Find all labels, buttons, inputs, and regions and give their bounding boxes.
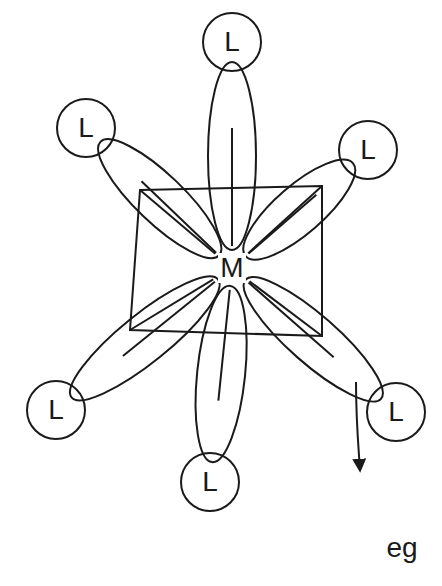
ligand-circle: L [366,382,426,442]
bond-line [231,128,233,246]
bond-line [218,290,229,401]
ligand-circle: L [338,120,398,180]
leader-arrow [356,382,360,470]
orbital-lobe [208,62,256,250]
corner-bond [248,186,322,253]
ligand-label: L [360,136,376,164]
square-plane [130,186,322,336]
corner-bond [130,279,213,330]
bond-line [249,195,317,254]
ligand-label: L [78,114,94,142]
orbital-lobe [230,262,397,417]
ligand-circle: L [180,452,240,512]
ligand-label: L [48,396,64,424]
ligand-circle: L [202,12,262,72]
bond-line [141,181,216,253]
ligand-circle: L [56,98,116,158]
orbital-set-label: eg [384,533,419,563]
orbital-lobe [230,145,369,274]
orbital-lobe [84,125,236,273]
metal-label: M [218,253,245,283]
orbital-lobe [56,261,233,416]
bond-line [249,283,334,358]
ligand-label: L [202,468,218,496]
ligand-circle: L [26,380,86,440]
orbital-lobe [188,283,254,464]
orbital-lobes [56,62,396,465]
ligand-label: L [224,28,240,56]
ligand-label: L [388,398,404,426]
